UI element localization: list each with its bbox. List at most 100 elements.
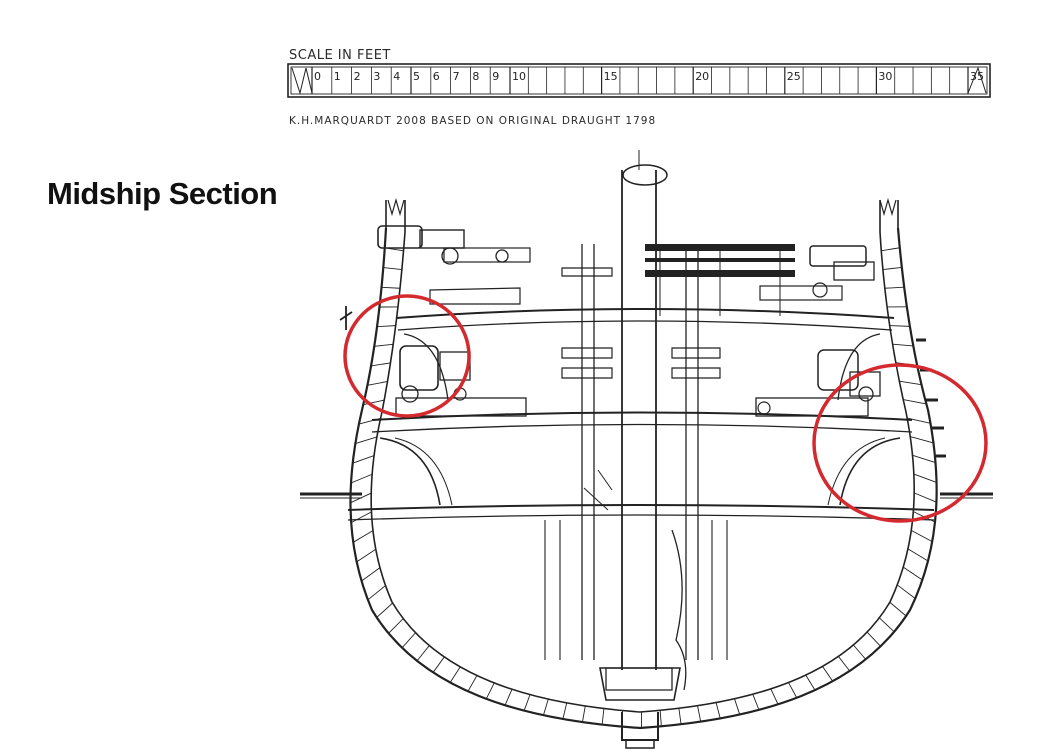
- scale-tick-label: 4: [393, 70, 400, 83]
- hull-frame: [911, 529, 933, 543]
- scale-frame: [287, 63, 991, 98]
- decks: [347, 308, 935, 521]
- knee-left-lower: [379, 437, 441, 506]
- highlight-waterline-side-right: [812, 363, 988, 523]
- hull-frame: [350, 492, 372, 504]
- highlight-upper-gunport-left: [343, 294, 471, 418]
- scale-inner: [290, 66, 988, 95]
- hull-frame: [562, 702, 568, 720]
- scale-tick-label: 15: [604, 70, 618, 83]
- scale-tick-label: 8: [472, 70, 479, 83]
- hull-frame: [903, 399, 927, 405]
- hull-frame: [752, 694, 760, 711]
- hull-frame: [371, 362, 391, 367]
- hull-frame: [899, 380, 922, 386]
- scale-tick-label: 2: [354, 70, 361, 83]
- hull-frame: [678, 708, 682, 725]
- hull-frame: [381, 286, 401, 289]
- hull-frame: [697, 705, 702, 722]
- hull-frame: [523, 694, 531, 711]
- hull-frame: [659, 710, 662, 727]
- hull-frame: [352, 455, 375, 464]
- hull-frame: [715, 702, 721, 719]
- hull-frame: [432, 656, 445, 673]
- hull-frame: [910, 436, 934, 444]
- scale-tick-label: 25: [787, 70, 801, 83]
- mast: [621, 170, 657, 670]
- scale-tick-label: 20: [695, 70, 709, 83]
- hull-frame: [416, 645, 430, 662]
- hull-frame: [734, 698, 741, 715]
- hull-frame: [881, 247, 900, 252]
- scale-label: SCALE IN FEET: [289, 48, 391, 63]
- hull-frame: [879, 617, 895, 633]
- hull-frame: [367, 585, 386, 601]
- hull-frame: [374, 343, 394, 347]
- scale-right-end: [967, 66, 987, 94]
- knee-left-upper: [403, 333, 449, 401]
- hull-frame: [601, 708, 605, 725]
- hull-frame: [367, 381, 388, 386]
- scale-tick-label: 1: [334, 70, 341, 83]
- hull-frame: [838, 656, 851, 672]
- hull-frame: [907, 548, 929, 562]
- gun-upper-right: [759, 245, 875, 301]
- hull-frame: [853, 644, 867, 660]
- keel: [621, 712, 659, 741]
- hull-frame: [788, 682, 798, 698]
- capstan-bars: [645, 244, 795, 316]
- gun-lower-left: [395, 345, 527, 417]
- hull-frame: [913, 492, 937, 503]
- scale-tick-label: 30: [878, 70, 892, 83]
- hull-frame: [770, 688, 779, 705]
- hull-frame: [866, 631, 881, 647]
- waterline: [300, 492, 993, 499]
- pillar-right: [685, 244, 699, 660]
- hull-frame: [383, 267, 402, 270]
- hull-frame: [401, 632, 416, 649]
- hull-frame: [361, 567, 381, 582]
- hull-frame: [542, 699, 549, 716]
- hull-outer: [349, 227, 938, 730]
- hull-frame: [913, 473, 937, 483]
- hull-frame: [350, 511, 372, 524]
- pillar-left: [581, 244, 595, 660]
- hull-frame: [822, 666, 834, 682]
- hull-frame: [355, 436, 378, 445]
- gun-upper-left: [377, 225, 531, 305]
- hull-frame: [352, 530, 374, 543]
- scale-tick-label: 6: [433, 70, 440, 83]
- pump-dale: [671, 529, 687, 691]
- gun-lower-right: [755, 349, 881, 417]
- credit-label: K.H.MARQUARDT 2008 BASED ON ORIGINAL DRA…: [289, 115, 656, 127]
- hull-frame: [892, 343, 914, 347]
- scale-tick-label: 0: [314, 70, 321, 83]
- hull-frame: [449, 666, 461, 683]
- scale-left-end: [291, 67, 313, 95]
- mast-top: [622, 164, 668, 186]
- scale-tick-label: 10: [512, 70, 526, 83]
- scale-tick-label: 35: [970, 70, 984, 83]
- hull-frame: [504, 689, 513, 706]
- hull-frame: [356, 548, 377, 563]
- hull-frame: [889, 601, 907, 617]
- hull-frame: [805, 674, 816, 691]
- scale-tick-label: 9: [492, 70, 499, 83]
- hull-frame: [896, 584, 916, 599]
- hull-frame: [350, 473, 373, 484]
- hull-frame: [889, 325, 910, 327]
- hull-frame: [363, 399, 385, 406]
- upper-deck: [395, 308, 895, 319]
- hull-frame: [882, 267, 902, 270]
- hull-frame: [377, 325, 396, 328]
- hull-frame: [907, 417, 931, 424]
- mast-assembly: [544, 150, 728, 691]
- knee-right-lower: [839, 437, 901, 506]
- scale-tick-label: 7: [453, 70, 460, 83]
- scale-tick-label: 3: [373, 70, 380, 83]
- hull-frame: [581, 705, 586, 723]
- hull-frame: [376, 602, 393, 618]
- hull-frame: [467, 675, 478, 692]
- keelson: [599, 667, 681, 701]
